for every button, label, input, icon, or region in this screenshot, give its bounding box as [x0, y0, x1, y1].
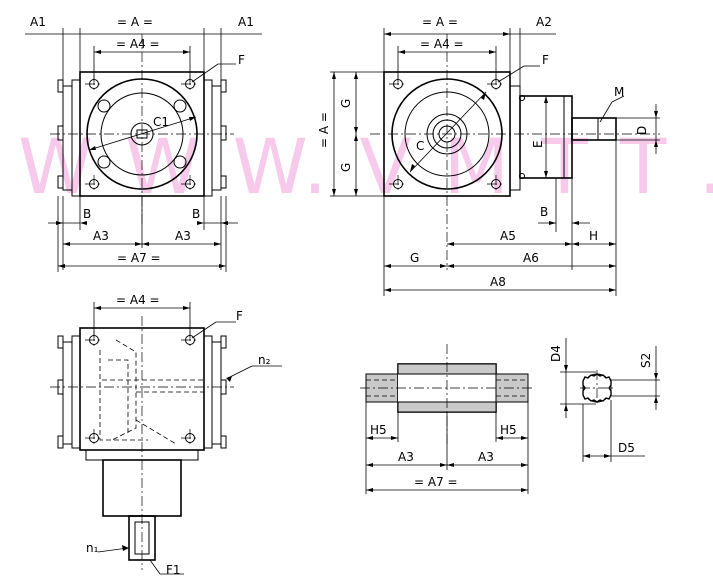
label-b-left-1: B — [83, 207, 91, 221]
shaft-section-view: H5 H5 A3 A3 = A7 = D4 S2 — [360, 338, 660, 494]
watermark: W W W. V M T T . C O M — [18, 122, 713, 211]
label-a5: A5 — [500, 229, 516, 243]
label-a4-bottom-view: = A4 = — [116, 293, 160, 307]
label-a7-section: = A7 = — [414, 475, 458, 489]
label-a6: A6 — [523, 251, 539, 265]
label-a1-left: A1 — [30, 15, 46, 29]
side-view-right: C = A = A2 = A4 = F = A = G G — [317, 15, 660, 296]
front-view-left: C1 A1 = A = A1 = A4 = F B B — [25, 15, 262, 272]
label-s2: S2 — [639, 353, 653, 368]
label-f1: F1 — [166, 563, 181, 577]
label-a7-left-view: = A7 = — [117, 251, 161, 265]
label-b-right: B — [540, 205, 548, 219]
label-a3-section-2: A3 — [478, 450, 494, 464]
label-e: E — [531, 140, 545, 148]
label-n2: n₂ — [258, 353, 271, 367]
label-a3-section-1: A3 — [398, 450, 414, 464]
label-a3-left-2: A3 — [175, 229, 191, 243]
label-h: H — [589, 229, 598, 243]
label-h5-right: H5 — [500, 423, 517, 437]
top-view-bottom-left: = A4 = F n₂ n₁ F1 — [50, 293, 282, 577]
label-f-bottom-view: F — [236, 309, 243, 323]
label-a1-right: A1 — [238, 15, 254, 29]
label-m: M — [614, 85, 624, 99]
label-b-left-2: B — [192, 207, 200, 221]
label-g-bottom: G — [410, 251, 419, 265]
label-a2: A2 — [536, 15, 552, 29]
label-d5: D5 — [618, 441, 635, 455]
label-c1: C1 — [153, 115, 169, 129]
label-g-upper: G — [339, 99, 353, 108]
label-d4: D4 — [549, 345, 563, 362]
label-f-left-view: F — [238, 53, 245, 67]
label-a4-left-view: = A4 = — [116, 37, 160, 51]
label-a3-left-1: A3 — [93, 229, 109, 243]
label-a-top-right: = A = — [422, 15, 458, 29]
label-a4-right-view: = A4 = — [420, 37, 464, 51]
label-h5-left: H5 — [370, 423, 387, 437]
label-g-lower: G — [339, 163, 353, 172]
label-c: C — [416, 139, 424, 153]
label-d: D — [635, 126, 649, 135]
label-a-vertical: = A = — [317, 112, 331, 148]
label-n1: n₁ — [86, 541, 99, 555]
label-f-right-view: F — [542, 53, 549, 67]
label-a-top-left: = A = — [117, 15, 153, 29]
label-a8: A8 — [490, 275, 506, 289]
